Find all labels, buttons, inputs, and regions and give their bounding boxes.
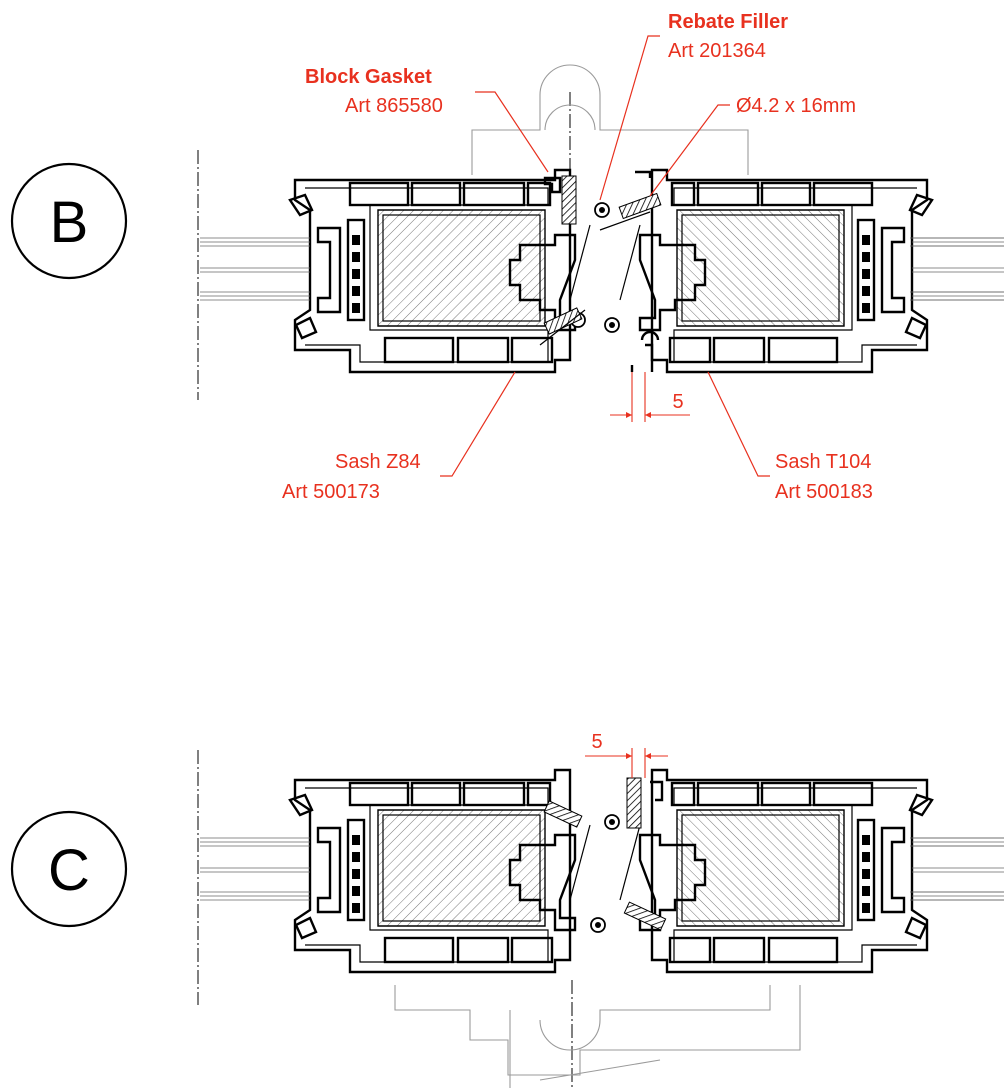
label-rebate-filler: Rebate Filler (668, 11, 788, 33)
sash-z84-profile-c (198, 768, 572, 974)
label-rebate-filler-art: Art 201364 (668, 40, 766, 62)
leader-rebate-filler (599, 35, 660, 201)
dimension-gap-b: 5 (672, 391, 683, 413)
label-sash-z84: Sash Z84 (335, 451, 421, 473)
block-gasket (543, 176, 562, 194)
section-b: B (10, 11, 1004, 503)
label-sash-z84-art: Art 500173 (282, 481, 380, 503)
section-c-letter: C (48, 838, 90, 903)
leader-sash-t104 (707, 371, 770, 477)
screw (618, 192, 662, 220)
section-b-circle (10, 162, 128, 280)
sash-z84-profile (198, 168, 572, 374)
leader-sash-z84 (440, 371, 516, 477)
label-screw: Ø4.2 x 16mm (736, 95, 856, 117)
dimension-gap-c: 5 (591, 731, 602, 753)
section-c-circle (10, 810, 128, 928)
rebate-filler-c (626, 777, 642, 829)
section-b-letter: B (50, 190, 89, 255)
rebate-filler (561, 175, 577, 225)
label-sash-t104-art: Art 500183 (775, 481, 873, 503)
leader-screw (649, 104, 730, 197)
section-c: C 5 (10, 731, 1004, 1088)
label-sash-t104: Sash T104 (775, 451, 871, 473)
label-block-gasket-art: Art 865580 (345, 95, 443, 117)
label-block-gasket: Block Gasket (305, 66, 432, 88)
leader-block-gasket (475, 91, 549, 173)
